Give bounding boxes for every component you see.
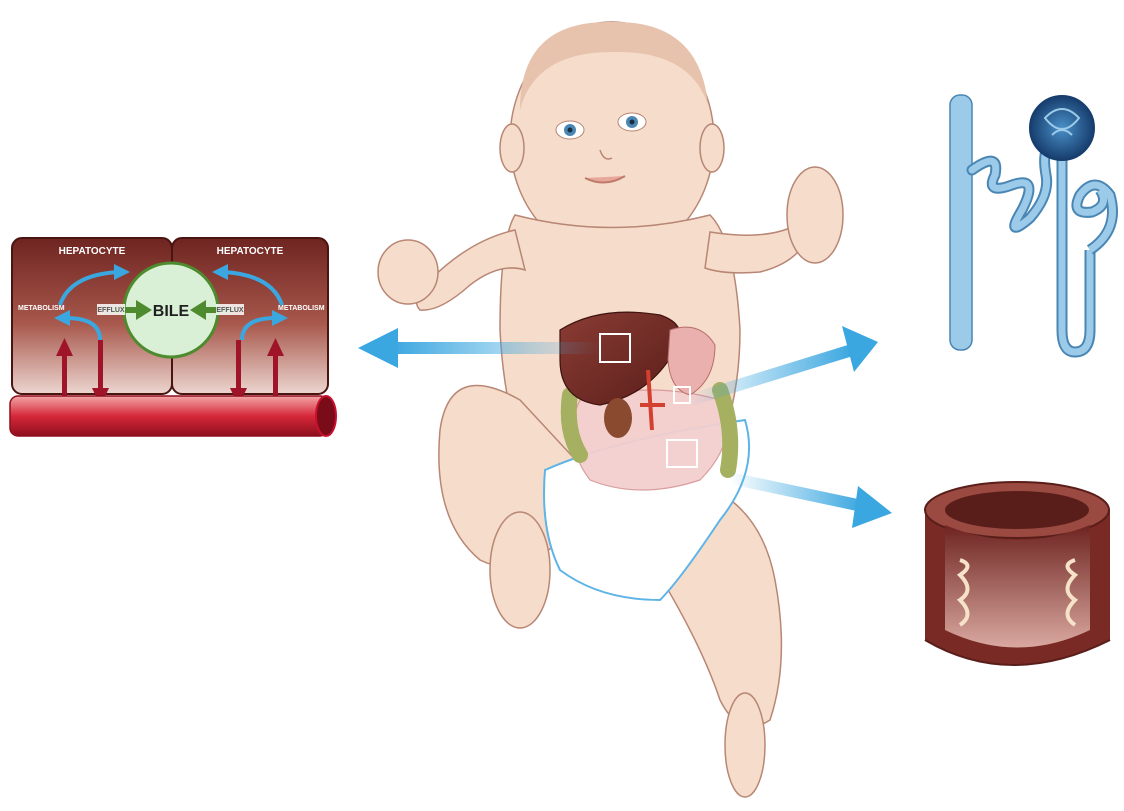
bile-label: BILE <box>153 303 190 320</box>
efflux-left-label: EFFLUX <box>97 307 125 314</box>
hepatocyte-right-label: HEPATOCYTE <box>217 246 284 257</box>
blood-vessel-icon <box>10 396 328 436</box>
metabolism-right-label: METABOLISM <box>278 305 325 312</box>
hepatocyte-left-label: HEPATOCYTE <box>59 246 126 257</box>
metabolism-left-label: METABOLISM <box>18 305 65 312</box>
hepatocyte-panel: HEPATOCYTE HEPATOCYTE BILE EFFLUX EFFLUX… <box>10 238 336 436</box>
arrow-to-intestine-section <box>730 478 892 528</box>
efflux-right-label: EFFLUX <box>216 307 244 314</box>
blood-vessel-opening <box>316 396 336 436</box>
intestine-cross-section-icon <box>925 482 1110 665</box>
nephron-icon <box>950 95 1113 352</box>
